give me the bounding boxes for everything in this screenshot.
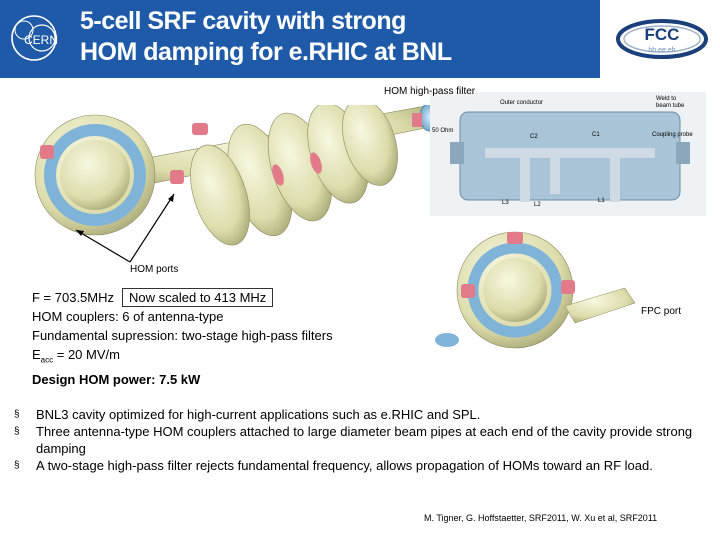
header: CERN 5-cell SRF cavity with strong HOM d… xyxy=(0,0,720,78)
fcc-logo: FCC hh ee eh xyxy=(612,8,712,70)
scaled-frequency-callout: Now scaled to 413 MHz xyxy=(122,288,274,307)
cern-logo: CERN xyxy=(11,15,58,61)
svg-text:hh ee eh: hh ee eh xyxy=(648,47,675,54)
bullet-item: §BNL3 cavity optimized for high-current … xyxy=(14,407,481,422)
svg-text:L3: L3 xyxy=(502,200,509,206)
svg-text:FCC: FCC xyxy=(645,25,680,44)
hom-filter-illustration: Outer conductor Weld to beam tube 50 Ohm… xyxy=(430,92,706,216)
svg-text:50 Ohm: 50 Ohm xyxy=(432,128,453,134)
hom-couplers: HOM couplers: 6 of antenna-type xyxy=(32,309,224,324)
svg-text:L2: L2 xyxy=(534,202,541,208)
bullet-marker-icon: § xyxy=(14,409,20,420)
frequency-line: F = 703.5MHz Now scaled to 413 MHz xyxy=(32,288,333,307)
svg-text:Outer conductor: Outer conductor xyxy=(500,100,543,106)
cavity-illustration xyxy=(34,105,441,246)
svg-text:C1: C1 xyxy=(592,132,600,138)
title-band xyxy=(0,0,600,78)
hom-ports-arrows xyxy=(75,193,175,263)
svg-text:Coupling probe: Coupling probe xyxy=(652,132,693,138)
title-line-2: HOM damping for e.RHIC at BNL xyxy=(80,38,452,66)
accelerating-gradient: Eacc = 20 MV/m xyxy=(32,347,120,365)
fpc-housing-illustration xyxy=(435,231,636,349)
hom-ports-label: HOM ports xyxy=(130,264,179,275)
fundamental-suppression: Fundamental supression: two-stage high-p… xyxy=(32,328,333,343)
bullet-item: §A two-stage high-pass filter rejects fu… xyxy=(14,458,653,473)
bullet-item: §Three antenna-type HOM couplers attache… xyxy=(14,424,693,456)
bullet-marker-icon: § xyxy=(14,460,20,471)
svg-text:CERN: CERN xyxy=(24,33,58,47)
bullet-list: §BNL3 cavity optimized for high-current … xyxy=(14,406,704,474)
hom-filter-label: HOM high-pass filter xyxy=(384,86,476,97)
cavity-specs: F = 703.5MHz Now scaled to 413 MHz HOM co… xyxy=(32,288,333,389)
svg-text:Weld to: Weld to xyxy=(656,96,677,102)
fpc-port-label: FPC port xyxy=(641,306,682,317)
page-title: 5-cell SRF cavity with strong HOM dampin… xyxy=(80,6,600,68)
svg-text:L1: L1 xyxy=(598,198,605,204)
svg-text:C2: C2 xyxy=(530,134,538,140)
title-line-1: 5-cell SRF cavity with strong xyxy=(80,7,406,35)
svg-text:beam tube: beam tube xyxy=(656,103,685,109)
bullet-marker-icon: § xyxy=(14,426,20,437)
frequency: F = 703.5MHz xyxy=(32,290,115,305)
design-hom-power: Design HOM power: 7.5 kW xyxy=(32,371,201,387)
reference-citation: M. Tigner, G. Hoffstaetter, SRF2011, W. … xyxy=(424,513,658,523)
